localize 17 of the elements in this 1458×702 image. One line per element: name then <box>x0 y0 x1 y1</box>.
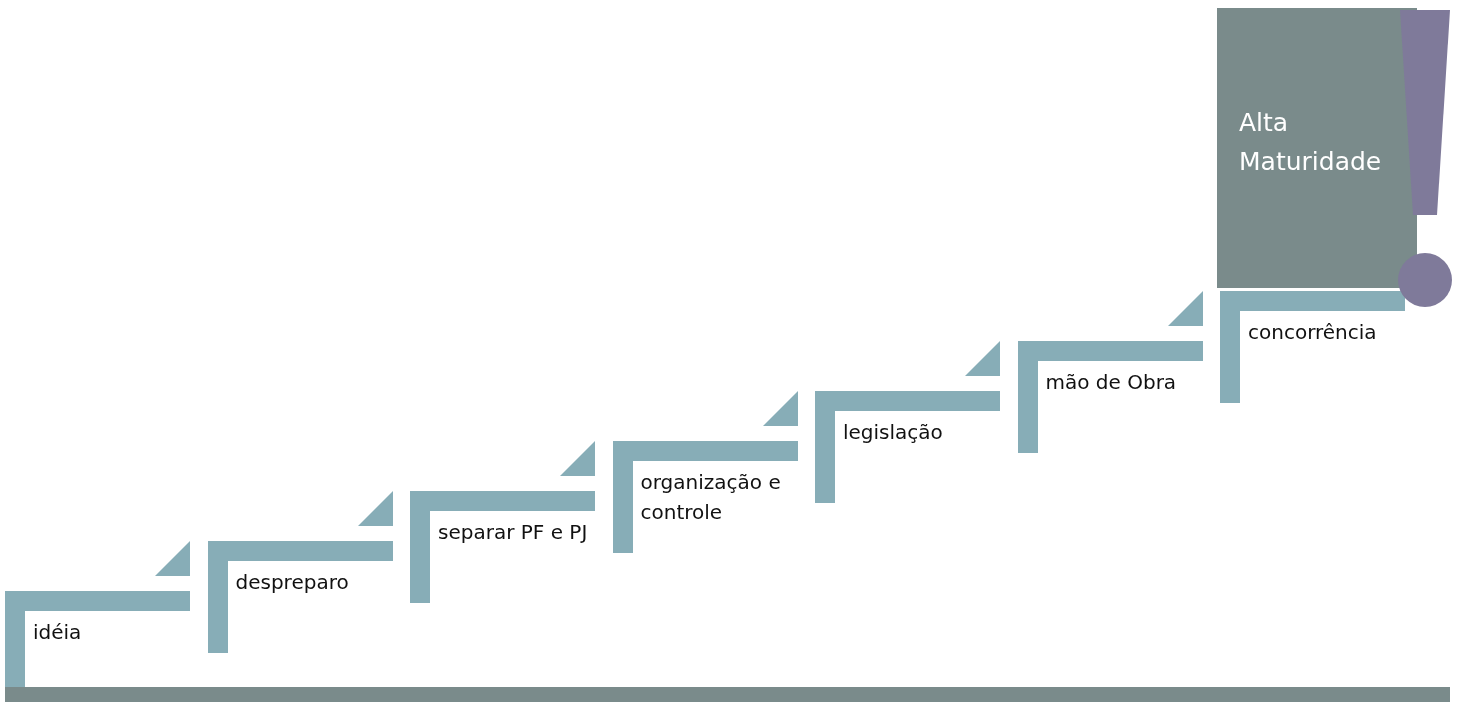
step-label: separar PF e PJ <box>438 519 589 546</box>
step-shape <box>1017 341 1203 453</box>
step-label: mão de Obra <box>1045 369 1178 396</box>
step-shape <box>410 491 595 603</box>
base-bar <box>5 687 1450 702</box>
step-shape <box>815 391 1000 503</box>
goal-box <box>1217 8 1417 288</box>
step-shape <box>1220 291 1405 403</box>
step-label: concorrência <box>1248 319 1378 346</box>
step-label: organização e controle <box>640 469 782 526</box>
step-shape <box>612 441 798 553</box>
goal-label: Alta Maturidade <box>1239 107 1383 178</box>
step-shape <box>207 541 393 653</box>
step-label: legislação <box>843 419 944 446</box>
step-shape <box>5 591 190 687</box>
step-label: despreparo <box>235 569 350 596</box>
step-label: idéia <box>33 619 83 646</box>
